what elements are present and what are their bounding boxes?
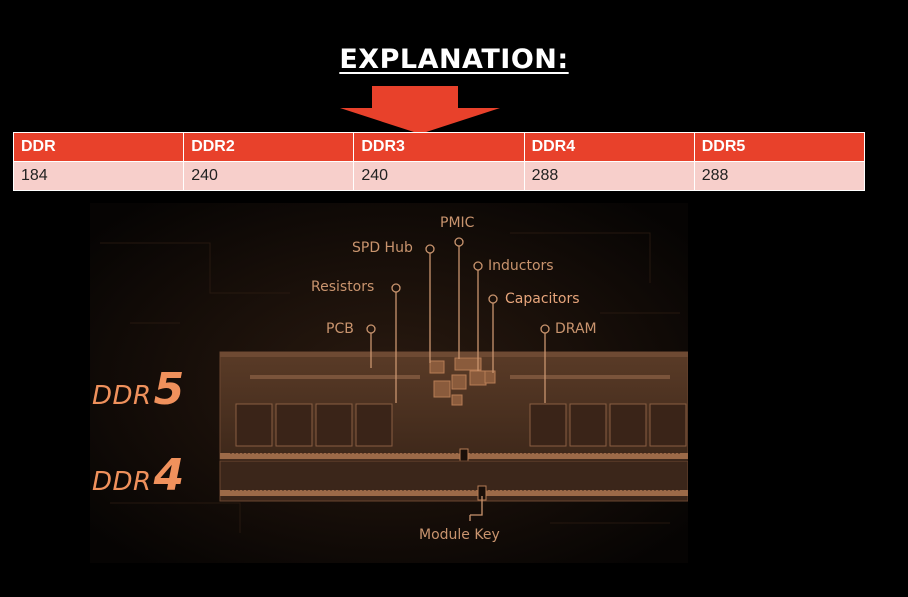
down-arrow-icon — [340, 86, 500, 134]
pcb-label: PCB — [326, 321, 354, 337]
pmic-label: PMIC — [440, 215, 475, 231]
column-header: DDR — [12, 132, 185, 162]
table-cell: 240 — [183, 161, 355, 191]
inductors-label: Inductors — [488, 258, 554, 274]
ddr-pin-table: DDR DDR2 DDR3 DDR4 DDR5 184 240 240 288 … — [12, 132, 866, 191]
page-title: EXPLANATION: — [339, 44, 569, 75]
table-cell: 288 — [693, 161, 866, 191]
ddr4-number: 4 — [153, 450, 185, 501]
spd-hub-label: SPD Hub — [352, 240, 413, 256]
table-cell: 288 — [523, 161, 695, 191]
column-header: DDR2 — [183, 132, 355, 162]
ram-module-diagram: PMIC SPD Hub Inductors Resistors Capacit… — [90, 203, 688, 563]
table-cell: 240 — [353, 161, 525, 191]
ram-module-illustration — [90, 203, 688, 563]
dram-label: DRAM — [555, 321, 597, 337]
column-header: DDR5 — [693, 132, 866, 162]
table-cell: 184 — [12, 161, 185, 191]
ddr4-label: DDR4 — [92, 450, 184, 501]
table-header-row: DDR DDR2 DDR3 DDR4 DDR5 — [12, 132, 866, 162]
table-row: 184 240 240 288 288 — [12, 161, 866, 191]
ddr5-label: DDR5 — [92, 364, 184, 415]
module-key-label: Module Key — [419, 527, 500, 543]
capacitors-label: Capacitors — [505, 291, 580, 307]
ddr5-prefix: DDR — [92, 381, 152, 411]
resistors-label: Resistors — [311, 279, 375, 295]
column-header: DDR3 — [353, 132, 525, 162]
ddr5-module — [219, 351, 688, 462]
column-header: DDR4 — [523, 132, 695, 162]
ddr4-prefix: DDR — [92, 467, 152, 497]
ddr5-number: 5 — [153, 364, 185, 415]
ddr4-module — [219, 460, 688, 502]
